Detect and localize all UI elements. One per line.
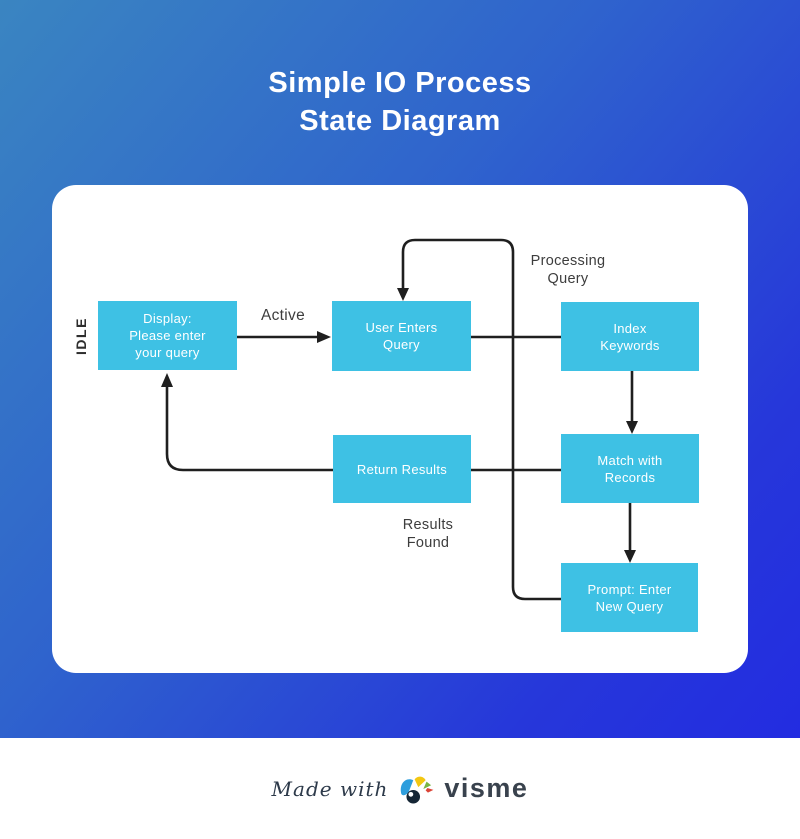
state-node-label: Return Results bbox=[356, 461, 448, 477]
footer: Made with visme bbox=[0, 738, 800, 839]
state-node-label: Display: Please enter your query bbox=[129, 311, 206, 360]
state-node-label: Match with Records bbox=[597, 452, 663, 485]
arrowhead-into-match bbox=[626, 421, 638, 434]
state-node-index-keywords: Index Keywords bbox=[561, 302, 699, 371]
state-node-user-enters-query: User Enters Query bbox=[332, 301, 471, 371]
arrowhead-into-display bbox=[161, 373, 173, 387]
label-idle: IDLE bbox=[46, 300, 116, 372]
state-node-display: Display: Please enter your query bbox=[98, 301, 237, 370]
page-title: Simple IO Process State Diagram bbox=[268, 67, 532, 137]
state-node-label: User Enters Query bbox=[365, 320, 438, 352]
arrowhead-into-user-top bbox=[397, 288, 409, 301]
visme-wordmark: visme bbox=[444, 773, 529, 803]
state-node-match-with-records: Match with Records bbox=[561, 434, 699, 503]
arrowhead-into-user-left bbox=[317, 331, 331, 343]
state-node-prompt-new-query: Prompt: Enter New Query bbox=[561, 563, 698, 632]
label-idle-text: IDLE bbox=[73, 317, 89, 355]
state-node-return-results: Return Results bbox=[333, 435, 471, 503]
state-node-label: Prompt: Enter New Query bbox=[587, 581, 672, 614]
state-node-label: Index Keywords bbox=[600, 320, 660, 353]
edge-prompt-to-user bbox=[401, 238, 561, 601]
visme-logo-icon bbox=[401, 776, 434, 804]
made-with-text: Made with bbox=[271, 776, 389, 801]
arrowhead-into-prompt bbox=[624, 550, 636, 563]
label-active: Active bbox=[260, 307, 305, 324]
diagram-card: Display: Please enter your query User En… bbox=[52, 185, 748, 673]
label-results-found: Results Found bbox=[402, 517, 454, 551]
edge-return-to-display bbox=[165, 386, 333, 472]
connector-lines bbox=[161, 238, 638, 601]
label-processing-query: Processing Query bbox=[530, 253, 606, 287]
